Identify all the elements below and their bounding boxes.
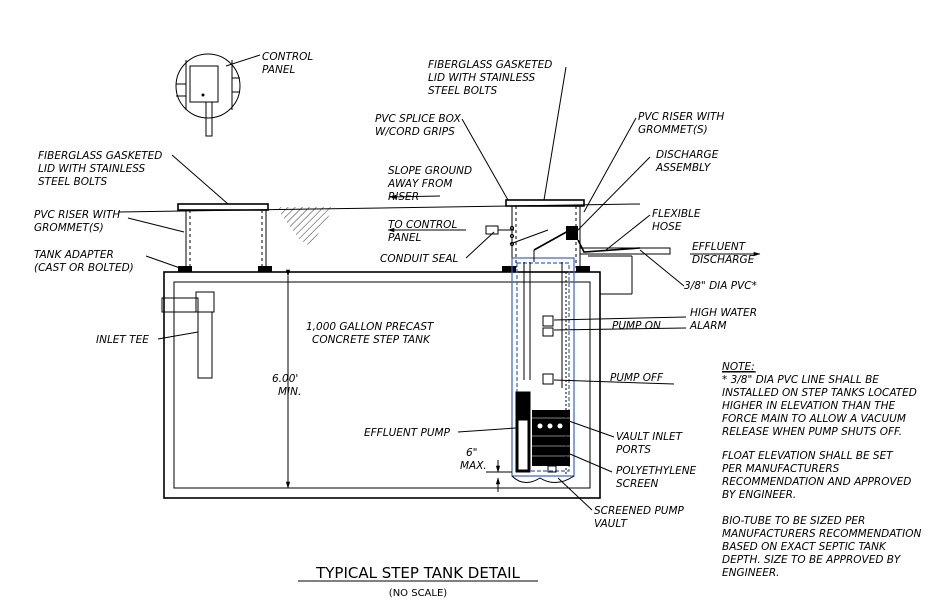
left-riser bbox=[177, 203, 334, 272]
discharge-assembly bbox=[509, 226, 671, 295]
diagram-title: TYPICAL STEP TANK DETAIL bbox=[315, 564, 520, 582]
concrete-tank bbox=[163, 271, 601, 499]
note-1: * 3/8" DIA PVC LINE SHALL BE INSTALLED O… bbox=[722, 374, 920, 438]
effluent-pump-label: EFFLUENT PUMP bbox=[364, 427, 451, 439]
conduit-seal-label: CONDUIT SEAL bbox=[380, 253, 459, 265]
pump-vault bbox=[511, 257, 575, 483]
ground-line bbox=[117, 203, 641, 213]
notes-block: NOTE: * 3/8" DIA PVC LINE SHALL BE INSTA… bbox=[722, 361, 925, 579]
six-inch-label: 6"MAX. bbox=[460, 447, 487, 472]
diagram-subtitle: (NO SCALE) bbox=[389, 588, 447, 599]
inlet-tee-label: INLET TEE bbox=[96, 334, 149, 346]
depth-label: 6.00'MIN. bbox=[272, 373, 301, 398]
inlet-tee bbox=[161, 291, 215, 379]
control-panel-inset bbox=[175, 53, 261, 137]
title-block: TYPICAL STEP TANK DETAIL (NO SCALE) bbox=[298, 564, 538, 599]
note-2: FLOAT ELEVATION SHALL BE SET PER MANUFAC… bbox=[722, 450, 915, 501]
pvc-line-label: 3/8" DIA PVC* bbox=[684, 280, 757, 292]
notes-heading: NOTE: bbox=[722, 361, 755, 373]
tank-adapter-label: TANK ADAPTER(CAST OR BOLTED) bbox=[34, 249, 134, 274]
note-3: BIO-TUBE TO BE SIZED PER MANUFACTURERS R… bbox=[722, 515, 925, 579]
pump-on-label: PUMP ON bbox=[612, 320, 661, 332]
leader-lines bbox=[127, 66, 761, 511]
pump-off-label: PUMP OFF bbox=[610, 372, 664, 384]
